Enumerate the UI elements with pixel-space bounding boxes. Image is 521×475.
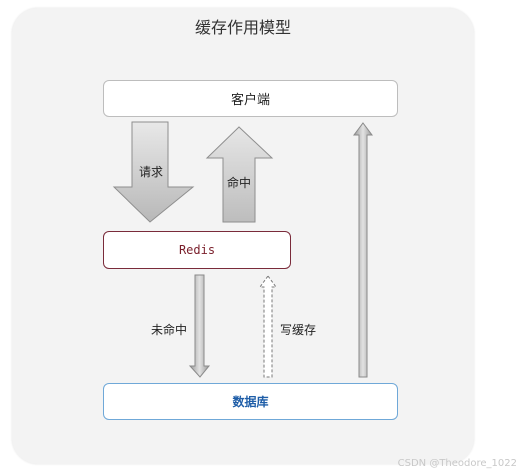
database-label: 数据库 — [232, 395, 269, 409]
database-node: 数据库 — [103, 383, 398, 420]
client-node: 客户端 — [103, 80, 398, 117]
db-to-client-arrow — [353, 122, 373, 378]
request-arrow — [112, 121, 195, 223]
write-cache-arrow — [259, 275, 277, 378]
watermark-text: CSDN @Theodore_1022 — [397, 458, 517, 469]
diagram-title: 缓存作用模型 — [194, 18, 291, 37]
client-label: 客户端 — [230, 93, 270, 108]
hit-arrow — [205, 126, 274, 223]
write-cache-label: 写缓存 — [280, 323, 317, 337]
request-label: 请求 — [139, 165, 164, 179]
miss-label: 未命中 — [151, 323, 188, 337]
redis-label: Redis — [178, 243, 216, 257]
hit-label: 命中 — [227, 176, 252, 190]
redis-node: Redis — [103, 231, 291, 269]
miss-arrow — [188, 274, 211, 378]
